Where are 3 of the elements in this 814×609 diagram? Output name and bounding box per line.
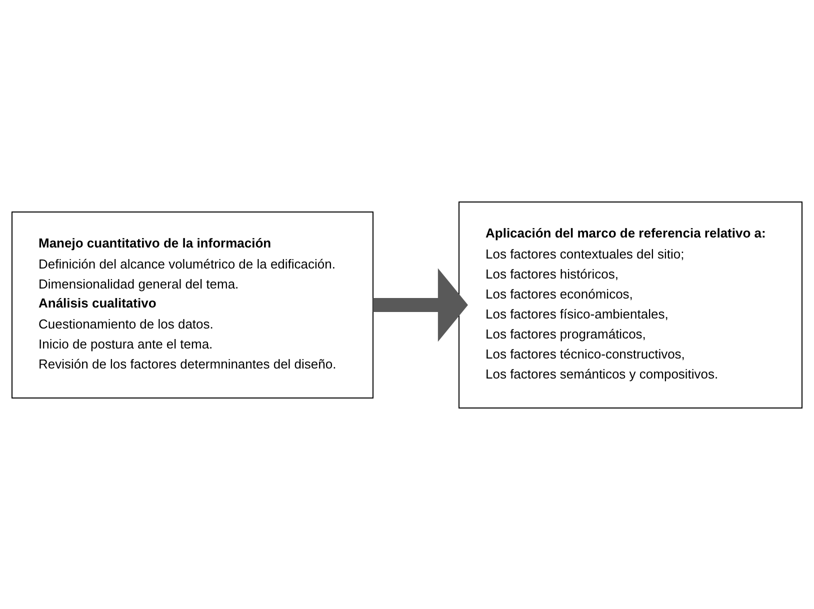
node-box: Aplicación del marco de referencia relativo a: Los factores contextuales del sitio; Los factores históricos, Los factores económicos, Los factores físico-ambientales, Los factores programáticos, Los factores técnico-constructivos, Los factores semánticos y compositivos. xyxy=(458,201,802,408)
node-box: Manejo cuantitativo de la información Definición del alcance volumétrico de la edificación. Dimensionalidad general del tema. Análisis cualitativo Cuestionamiento de los datos. Inicio de postura ante el tema. Revisión de los factores determninantes del diseño. xyxy=(12,211,374,398)
arrow xyxy=(373,268,468,342)
